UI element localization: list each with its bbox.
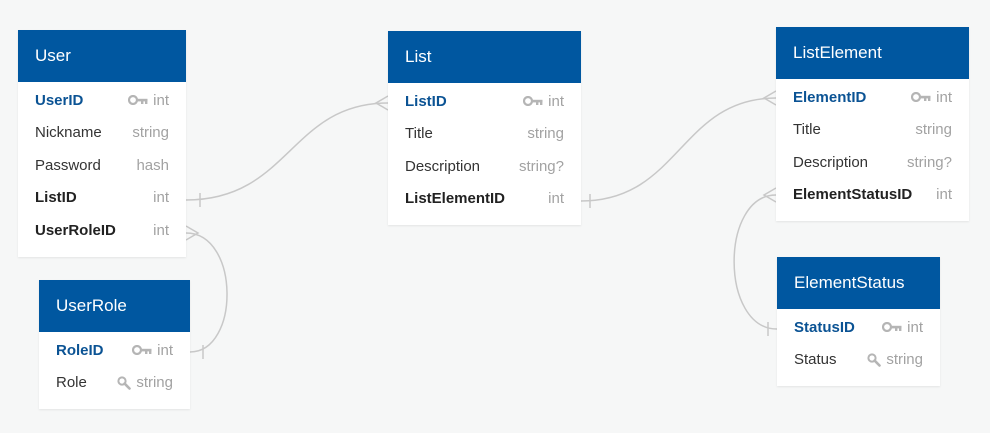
key-icon	[132, 345, 152, 356]
field-type-label: int	[548, 92, 564, 110]
field-type-label: string?	[518, 157, 564, 175]
field-type-label: string?	[906, 153, 952, 171]
field-type-label: int	[548, 190, 564, 208]
table-header[interactable]: UserRole	[39, 280, 190, 332]
field-type: int	[128, 92, 169, 109]
field-row[interactable]: UserID int	[18, 84, 186, 117]
field-row[interactable]: Description string?	[388, 150, 581, 183]
field-row[interactable]: ElementStatusID int	[776, 179, 969, 212]
field-type-label: int	[907, 318, 923, 336]
field-name: ElementStatusID	[793, 186, 913, 204]
field-type-label: string	[527, 125, 564, 143]
field-type-label: hash	[136, 156, 169, 174]
field-type: int	[911, 89, 952, 106]
field-type: int	[548, 190, 564, 207]
field-name: Nickname	[35, 124, 102, 142]
field-row[interactable]: Password hash	[18, 149, 186, 182]
field-type-label: int	[157, 341, 173, 359]
field-name: Status	[794, 351, 837, 369]
field-row[interactable]: ListElementID int	[388, 183, 581, 216]
field-name: ListID	[35, 189, 77, 207]
field-row[interactable]: StatusID int	[777, 311, 940, 344]
field-name: UserID	[35, 91, 84, 109]
relationship-line-user-list	[185, 102, 389, 201]
relationship-line-list-listelement	[580, 97, 777, 202]
field-type: hash	[136, 157, 169, 174]
table-header[interactable]: User	[18, 30, 186, 82]
field-type: int	[936, 186, 952, 203]
field-type-label: string	[886, 351, 923, 369]
field-row[interactable]: Title string	[776, 114, 969, 147]
field-type: string	[117, 374, 173, 391]
field-row[interactable]: Role string	[39, 367, 190, 400]
field-row[interactable]: Title string	[388, 118, 581, 151]
field-row[interactable]: ListID int	[18, 182, 186, 215]
field-type-label: string	[915, 121, 952, 139]
field-type: int	[882, 319, 923, 336]
field-type: string	[867, 351, 923, 368]
field-row[interactable]: Status string	[777, 344, 940, 377]
field-name: Description	[793, 153, 869, 171]
field-type-label: int	[153, 91, 169, 109]
many-marker	[762, 90, 777, 106]
field-name: RoleID	[56, 341, 104, 359]
field-type: int	[132, 342, 173, 359]
field-row[interactable]: Nickname string	[18, 117, 186, 150]
search-icon	[117, 376, 132, 390]
field-name: Description	[405, 157, 481, 175]
field-type-label: string	[132, 124, 169, 142]
field-name: Role	[56, 374, 87, 392]
field-name: ElementID	[793, 88, 867, 106]
key-icon	[911, 92, 931, 103]
field-type: string	[527, 125, 564, 142]
key-icon	[523, 96, 543, 107]
field-name: Password	[35, 156, 101, 174]
field-row[interactable]: Description string?	[776, 146, 969, 179]
table-header[interactable]: ListElement	[776, 27, 969, 79]
many-marker	[185, 225, 200, 241]
many-marker	[762, 187, 777, 203]
field-row[interactable]: UserRoleID int	[18, 214, 186, 247]
relationship-line-user-userrole	[185, 232, 228, 353]
field-name: ListID	[405, 92, 447, 110]
field-type: string	[132, 124, 169, 141]
table-header[interactable]: List	[388, 31, 581, 83]
field-type: int	[153, 222, 169, 239]
field-type: int	[153, 189, 169, 206]
key-icon	[128, 95, 148, 106]
field-row[interactable]: ListID int	[388, 85, 581, 118]
field-type-label: int	[936, 186, 952, 204]
key-icon	[882, 322, 902, 333]
field-type: string?	[907, 154, 952, 171]
field-name: UserRoleID	[35, 221, 116, 239]
search-icon	[867, 353, 882, 367]
field-row[interactable]: ElementID int	[776, 81, 969, 114]
field-type-label: int	[936, 88, 952, 106]
field-type-label: int	[153, 189, 169, 207]
field-name: ListElementID	[405, 190, 506, 208]
field-type: int	[523, 93, 564, 110]
field-type-label: string	[136, 374, 173, 392]
field-row[interactable]: RoleID int	[39, 334, 190, 367]
field-type: string?	[519, 158, 564, 175]
many-marker	[374, 95, 389, 111]
field-name: StatusID	[794, 318, 855, 336]
field-type-label: int	[153, 221, 169, 239]
field-name: Title	[793, 121, 821, 139]
field-type: string	[915, 121, 952, 138]
table-header[interactable]: ElementStatus	[777, 257, 940, 309]
field-name: Title	[405, 125, 433, 143]
relationship-line-listelement-elementstatus	[733, 194, 778, 330]
